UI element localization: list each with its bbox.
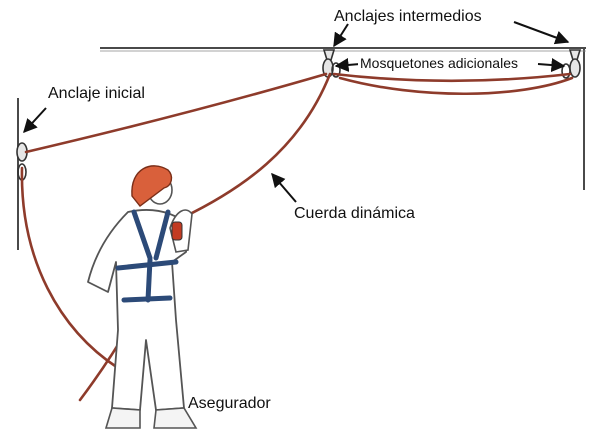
arrow-cuerda xyxy=(271,172,297,203)
belayer-figure xyxy=(87,165,198,429)
label-cuerda-dinamica: Cuerda dinámica xyxy=(294,205,415,222)
arrow-anclaje-intermedio-left xyxy=(333,23,349,48)
label-asegurador: Asegurador xyxy=(188,395,271,412)
arrow-mosquetones-left xyxy=(334,57,361,72)
right-boot xyxy=(153,407,198,429)
arrow-anclaje-inicial xyxy=(23,107,47,134)
dynamic-rope xyxy=(20,72,574,402)
label-mosquetones-adicionales: Mosquetones adicionales xyxy=(358,55,520,71)
left-boot xyxy=(104,407,141,429)
label-anclaje-inicial: Anclaje inicial xyxy=(48,85,145,102)
rope-between-anchors xyxy=(332,72,572,83)
pointer-arrows xyxy=(23,21,570,203)
label-anclajes-intermedios: Anclajes intermedios xyxy=(334,8,482,25)
harness xyxy=(115,209,179,303)
belay-device xyxy=(171,221,183,241)
helmet xyxy=(131,165,173,207)
intermediate-anchor-right xyxy=(561,49,582,79)
rope-tail xyxy=(20,166,120,370)
arrow-anclaje-intermedio-right xyxy=(513,21,570,45)
rope-sag xyxy=(338,76,574,96)
arrow-mosquetones-right xyxy=(537,58,566,73)
rope-to-belayer xyxy=(180,72,332,220)
rope-initial-to-anchor xyxy=(24,72,328,154)
